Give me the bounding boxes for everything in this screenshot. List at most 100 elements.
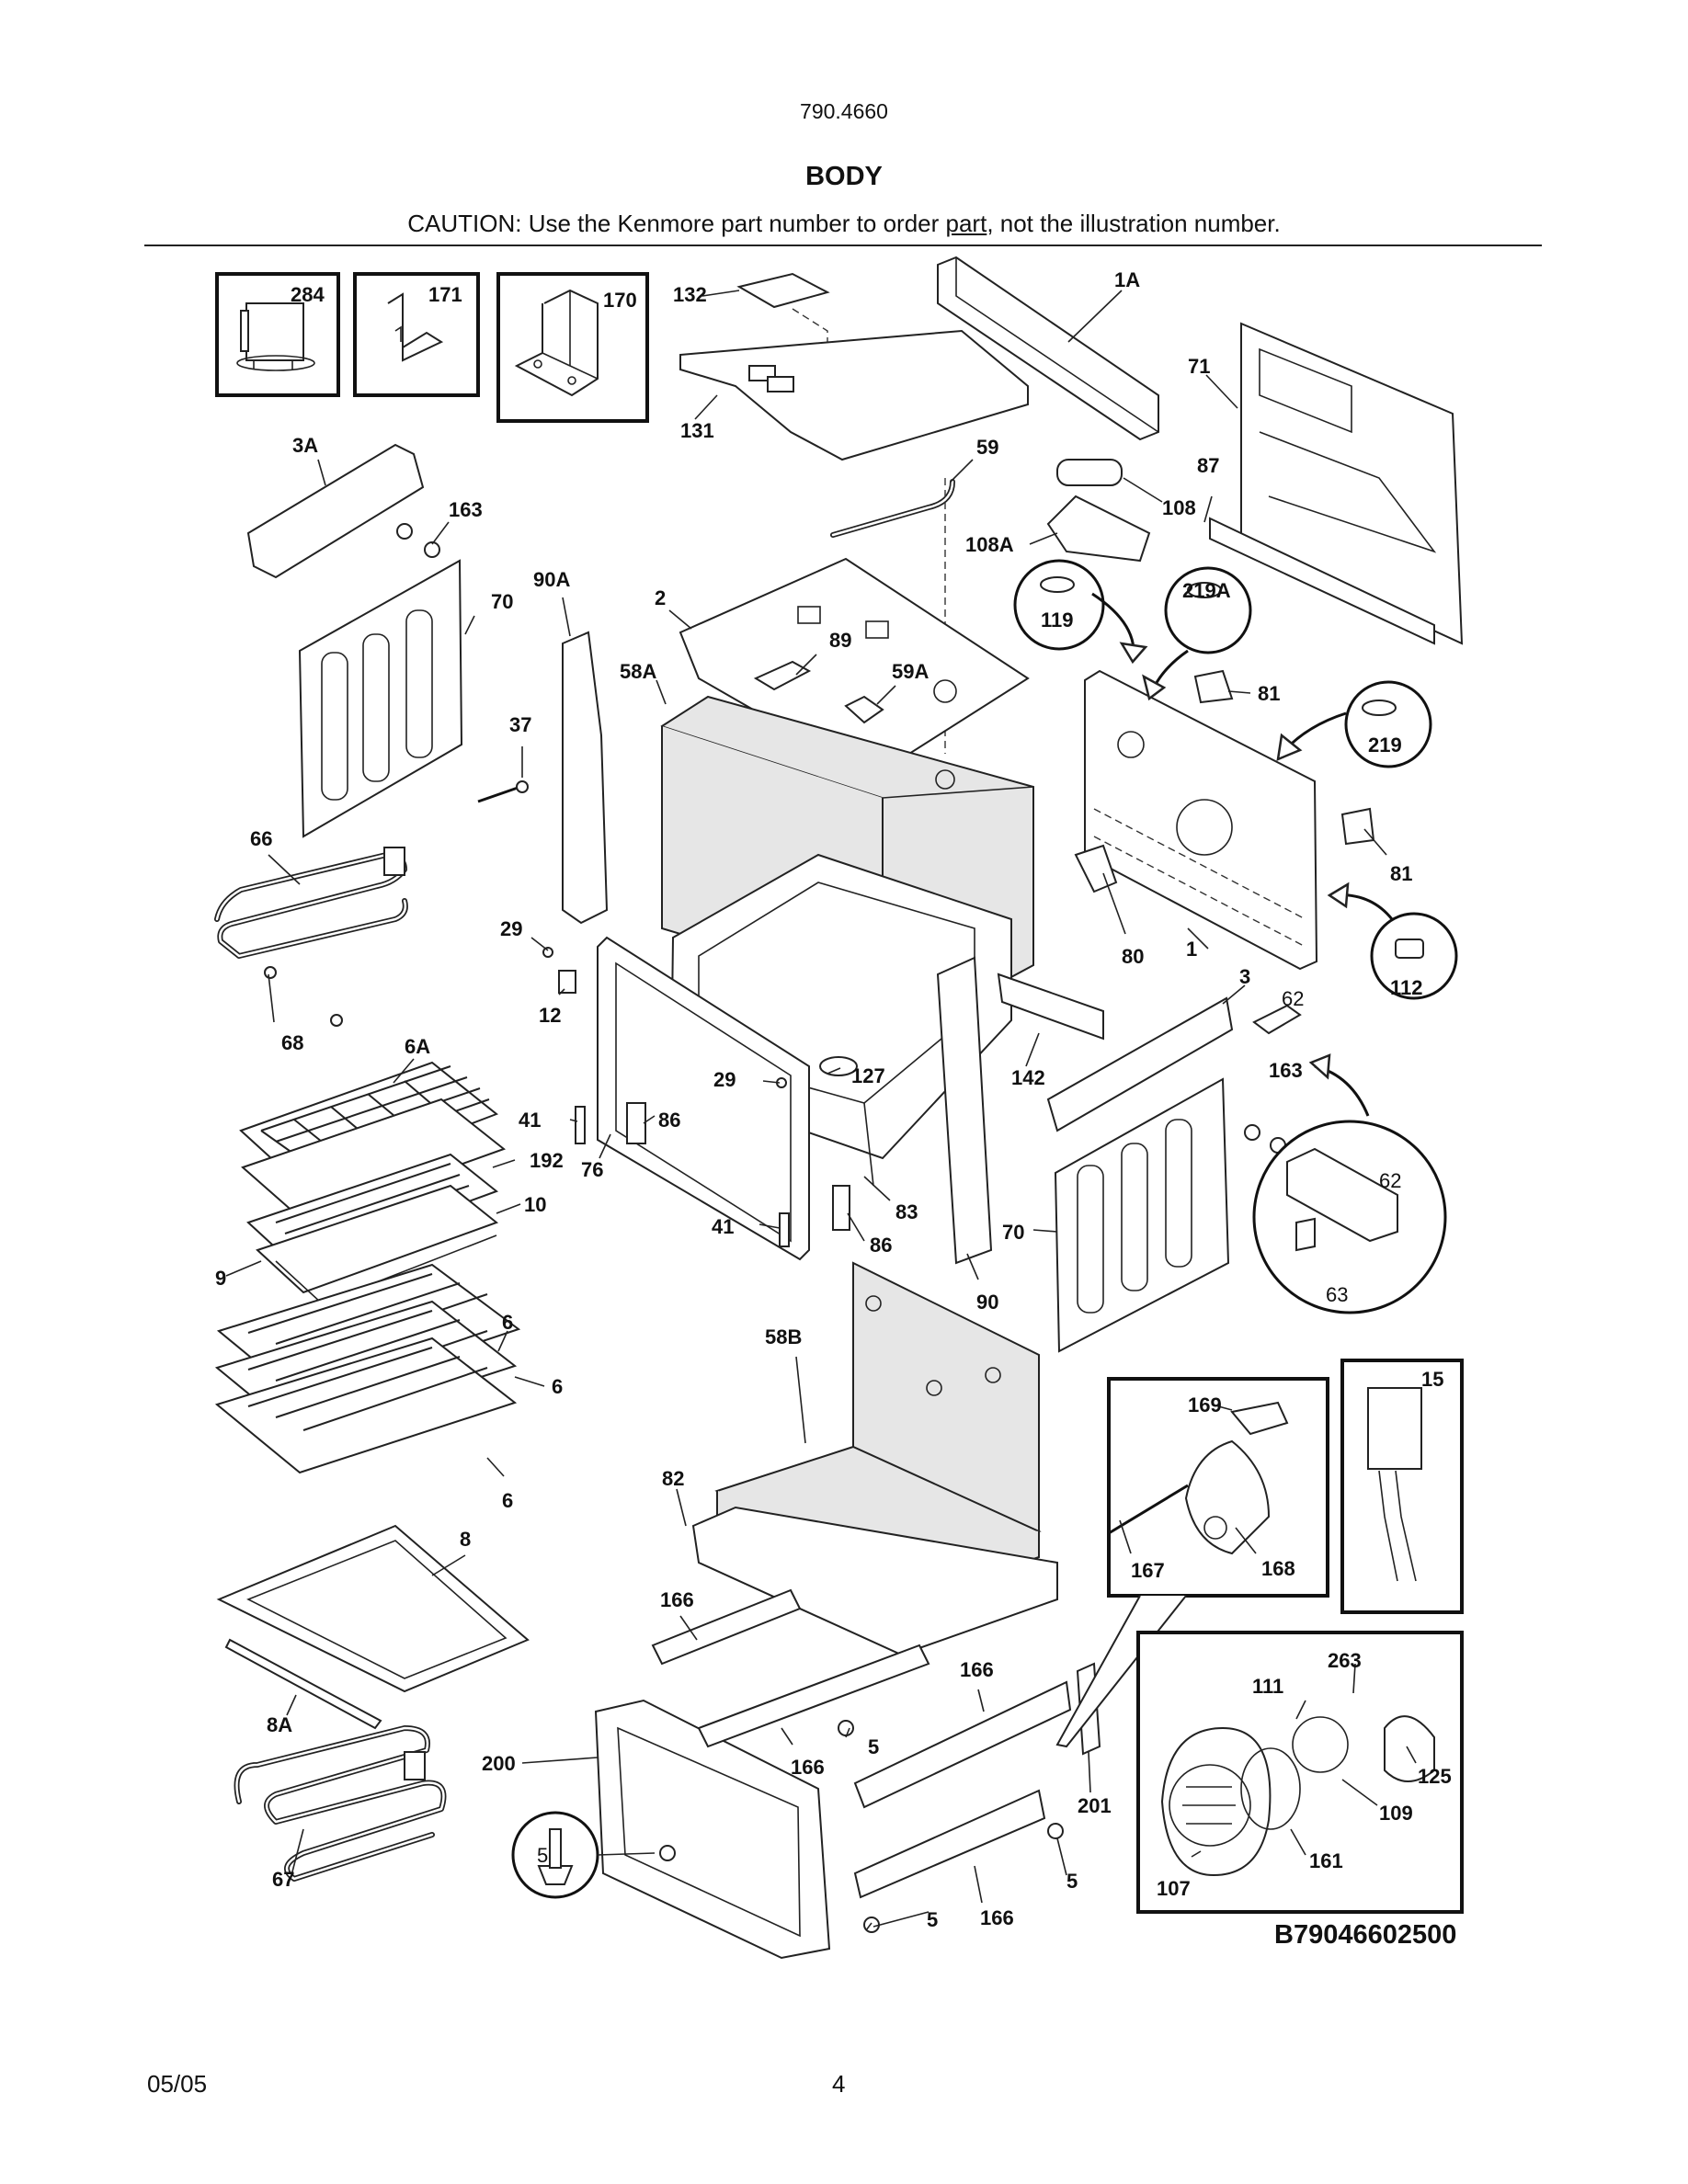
label-166-bottom: 166	[980, 1906, 1014, 1929]
label-192: 192	[530, 1149, 564, 1172]
label-111: 111	[1252, 1675, 1283, 1698]
strip-41-upper	[575, 1106, 586, 1144]
probe-127	[819, 1056, 858, 1076]
label-219A: 219A	[1182, 579, 1231, 602]
inset-fan-assembly	[1136, 1631, 1464, 1914]
label-170: 170	[603, 289, 637, 312]
label-41-lower: 41	[712, 1215, 734, 1238]
label-166-upper: 166	[660, 1588, 694, 1611]
label-131: 131	[680, 419, 714, 442]
part-112-callout	[1327, 882, 1458, 1000]
label-58A: 58A	[620, 660, 656, 683]
label-86-upper: 86	[658, 1109, 680, 1132]
bracket-81-upper	[1193, 669, 1234, 704]
side-bracket-3	[1046, 996, 1234, 1132]
label-132: 132	[673, 283, 707, 306]
base-frame	[691, 1506, 1058, 1656]
screw-68	[264, 966, 343, 1027]
drawing-number: B79046602500	[1274, 1920, 1456, 1950]
leveler-5-callout	[511, 1811, 656, 1899]
inset-bracket-171	[353, 272, 480, 397]
label-6-bottom: 6	[502, 1489, 513, 1512]
side-panel-70-left	[298, 559, 463, 838]
label-8A: 8A	[267, 1713, 292, 1736]
label-59A: 59A	[892, 660, 929, 683]
rear-channel-1A	[937, 256, 1159, 441]
inset-transformer-284	[215, 272, 340, 397]
caution-text-start: CAUTION: Use the Kenmore part number to …	[407, 210, 946, 237]
label-5-center: 5	[868, 1735, 879, 1758]
broiler-grid-192	[241, 1098, 507, 1223]
drawer-slide-166	[651, 1588, 1072, 1899]
leveler-5	[659, 1720, 1064, 1933]
label-63: 63	[1326, 1283, 1348, 1306]
label-200: 200	[482, 1752, 516, 1775]
model-number: 790.4660	[800, 99, 888, 123]
label-12: 12	[539, 1004, 561, 1027]
bracket-142	[997, 973, 1104, 1041]
label-284: 284	[291, 283, 325, 306]
label-171: 171	[428, 283, 462, 306]
label-90: 90	[976, 1291, 998, 1314]
header-rule	[144, 245, 1542, 246]
thermostat-219-callout	[1276, 680, 1432, 768]
bushing-12	[558, 970, 576, 994]
label-86-lower: 86	[870, 1234, 892, 1257]
label-108: 108	[1162, 496, 1196, 519]
bake-element-66	[214, 847, 408, 959]
label-166-center: 166	[791, 1756, 825, 1779]
cavity-top-2	[679, 557, 1030, 779]
label-166-right: 166	[960, 1658, 994, 1681]
leader-lines	[225, 290, 1417, 1931]
label-58B: 58B	[765, 1325, 802, 1348]
label-66: 66	[250, 827, 272, 850]
label-109: 109	[1379, 1802, 1413, 1825]
part-labels: 284 171 170 132 1A 71 131 3A 163 59 87 1…	[215, 268, 1456, 1950]
label-81-top: 81	[1258, 682, 1280, 705]
label-83: 83	[895, 1200, 918, 1223]
label-87: 87	[1197, 454, 1219, 477]
page-number: 4	[832, 2070, 846, 2098]
channel-90	[936, 956, 993, 1265]
bracket-59A	[844, 695, 884, 724]
broil-element-67	[234, 1725, 447, 1882]
label-9: 9	[215, 1267, 226, 1290]
label-70-left: 70	[491, 590, 513, 613]
label-167: 167	[1131, 1559, 1165, 1582]
side-bracket-3A	[246, 443, 440, 579]
label-163-lower: 163	[1269, 1059, 1303, 1082]
label-163-top: 163	[449, 498, 483, 521]
label-67: 67	[272, 1868, 294, 1891]
label-142: 142	[1011, 1066, 1045, 1089]
label-201: 201	[1078, 1794, 1112, 1817]
label-1: 1	[1186, 938, 1197, 961]
hinge-86-upper	[626, 1102, 646, 1144]
label-15: 15	[1421, 1368, 1443, 1391]
label-37: 37	[509, 713, 531, 736]
grommet-163-right	[1244, 1124, 1286, 1154]
label-3: 3	[1239, 965, 1250, 988]
sensor-37	[477, 780, 529, 803]
rear-panel-1	[1084, 669, 1318, 971]
label-125: 125	[1418, 1765, 1452, 1788]
side-panel-70-right	[1054, 1077, 1230, 1353]
label-59: 59	[976, 436, 998, 459]
label-5-right: 5	[1066, 1870, 1078, 1893]
pin-29-upper	[542, 947, 553, 958]
top-panel-131	[679, 329, 1029, 461]
strip-8A	[224, 1638, 382, 1730]
label-263: 263	[1328, 1649, 1362, 1672]
terminal-block-callout	[1252, 1053, 1447, 1314]
label-107: 107	[1157, 1877, 1191, 1900]
label-29-upper: 29	[500, 917, 522, 940]
caution-part-word: part	[945, 210, 987, 237]
caution-text: CAUTION: Use the Kenmore part number to …	[0, 210, 1688, 238]
label-127: 127	[851, 1064, 885, 1087]
label-70-right: 70	[1002, 1221, 1024, 1244]
label-119: 119	[1041, 609, 1074, 631]
section-title: BODY	[805, 162, 883, 191]
label-89: 89	[829, 629, 851, 652]
caution-text-end: , not the illustration number.	[987, 210, 1281, 237]
thermostat-119-callout	[1013, 559, 1148, 665]
